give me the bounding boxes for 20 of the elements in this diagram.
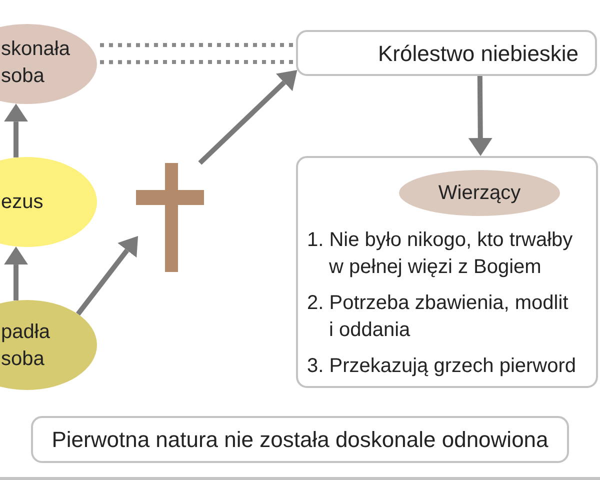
arrow <box>4 104 28 158</box>
node-label: Królestwo niebieskie <box>378 40 579 67</box>
arrow <box>4 246 28 300</box>
rounded-box <box>296 30 597 76</box>
connector-line <box>98 42 295 64</box>
node-label: skonała soba <box>1 37 71 89</box>
arrow <box>198 70 298 165</box>
note-box <box>31 416 569 463</box>
node-label: padła soba <box>1 320 51 372</box>
node-label: Pierwotna natura nie została doskonale odnowiona <box>52 426 548 453</box>
list-item: 2. Potrzeba zbawienia, modlit i oddania <box>307 291 570 343</box>
oval-node <box>399 170 560 216</box>
cross-icon <box>136 163 204 272</box>
arrow <box>468 76 492 156</box>
node-label: Wierzący <box>438 180 521 206</box>
list-item: 3. Przekazują grzech pierword <box>307 354 576 379</box>
list-item: 1. Nie było nikogo, kto trwałby w pełnej więzi z Bogiem <box>307 228 574 280</box>
arrow <box>76 236 138 316</box>
list-panel <box>296 156 598 388</box>
node-label: ezus <box>1 190 44 215</box>
